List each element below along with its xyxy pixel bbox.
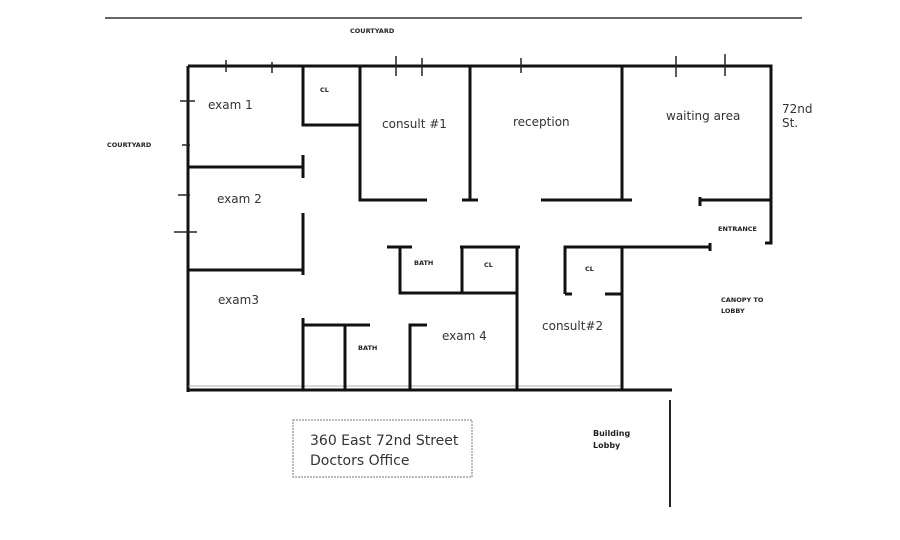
room-waiting-area: waiting area	[666, 109, 740, 123]
wall-closet2	[460, 245, 520, 390]
walls	[105, 17, 802, 507]
entrance-label: ENTRANCE	[718, 225, 757, 233]
room-bath2: BATH	[358, 344, 377, 352]
labels: COURTYARD COURTYARD 72nd St. ENTRANCE CA…	[107, 27, 813, 450]
wall-consult1-right	[462, 66, 478, 202]
wall-entrance	[563, 243, 712, 294]
wall-exam1-exam2	[188, 155, 305, 178]
courtyard-top-label: COURTYARD	[350, 27, 395, 35]
lobby-label-line1: Building	[593, 429, 630, 438]
title-box-border	[292, 419, 473, 478]
courtyard-left-label: COURTYARD	[107, 141, 152, 149]
title-name: Doctors Office	[310, 453, 409, 469]
room-exam1: exam 1	[208, 98, 253, 112]
wall-bath1	[387, 245, 517, 295]
wall-consult1-left	[358, 66, 427, 202]
room-bath1: BATH	[414, 259, 433, 267]
outer-wall-top-right	[188, 64, 773, 245]
room-closet3: CL	[585, 265, 594, 273]
room-consult2: consult#2	[542, 319, 603, 333]
street-label-line1: 72nd	[782, 102, 813, 116]
room-exam3: exam3	[218, 293, 259, 307]
room-reception: reception	[513, 115, 570, 129]
wall-closet1	[301, 66, 360, 127]
wall-exam2-exam3	[188, 213, 305, 275]
title-box: 360 East 72nd Street Doctors Office	[292, 419, 473, 478]
room-closet1: CL	[320, 86, 329, 94]
room-closet2: CL	[484, 261, 493, 269]
room-exam2: exam 2	[217, 192, 262, 206]
wall-bath2	[301, 318, 370, 390]
wall-waiting-bottom	[698, 197, 771, 206]
wall-closet3-consult2	[565, 247, 624, 390]
title-address: 360 East 72nd Street	[310, 433, 459, 449]
room-consult1: consult #1	[382, 117, 447, 131]
window-marks	[174, 54, 726, 233]
room-exam4: exam 4	[442, 329, 487, 343]
lobby-label-line2: Lobby	[593, 441, 621, 450]
canopy-label-line2: LOBBY	[721, 307, 745, 315]
wall-exam4	[408, 323, 427, 390]
canopy-label-line1: CANOPY TO	[721, 296, 764, 304]
street-label-line2: St.	[782, 116, 798, 130]
wall-reception	[541, 66, 632, 202]
